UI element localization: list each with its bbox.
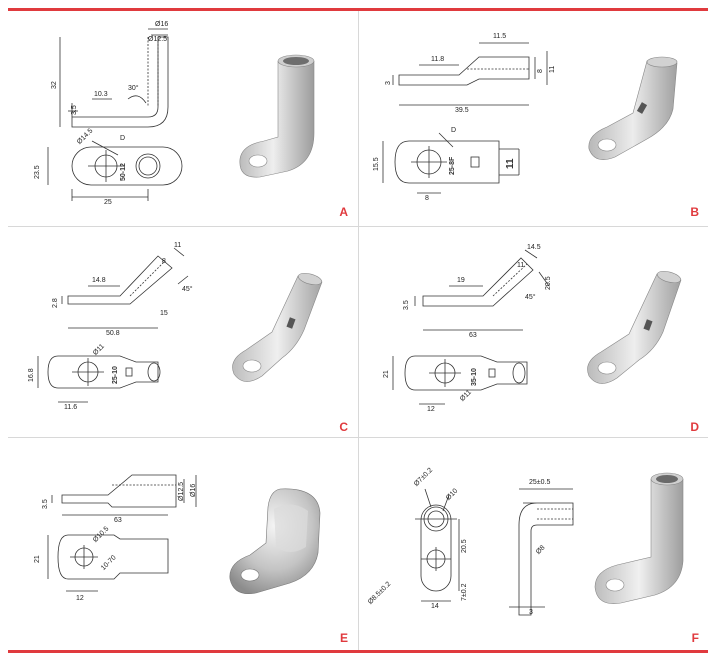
dim-b-7: 15.5 <box>373 157 380 171</box>
dim-a-2: 32 <box>51 81 58 89</box>
dim-b-1: 11.8 <box>431 56 445 63</box>
stamp-a: 50-12 <box>120 163 127 181</box>
panel-b-label: B <box>690 205 699 219</box>
dim-d-2: 19 <box>457 277 465 284</box>
panel-c: 11 8 14.8 45° 2.8 50.8 15 Ø11 16.8 11.6 … <box>8 228 358 438</box>
panel-e-drawing <box>47 474 197 592</box>
dim-c-5: 50.8 <box>106 330 120 337</box>
dim-f-6: 25±0.5 <box>529 479 551 486</box>
bottom-red-rule <box>8 650 708 653</box>
panel-a-drawing <box>47 28 183 201</box>
dim-a-5: 3.5 <box>71 105 78 115</box>
column-divider <box>358 11 359 650</box>
row-divider-2 <box>8 437 708 438</box>
photo-lug-a <box>239 54 315 178</box>
dim-a-7: D <box>120 135 126 142</box>
dim-b-8: 8 <box>425 195 429 202</box>
panel-f: Ø7±0.2 Ø10 20.5 Ø8.5±0.2 7±0.2 14 25±0.5… <box>359 439 709 649</box>
dim-e-1: Ø16 <box>190 483 197 497</box>
stamp-d: 35-10 <box>471 368 478 386</box>
panel-d: 14.5 11 19 20.5 45° 3.5 63 21 Ø11 12 35-… <box>359 228 709 438</box>
dim-b-4: 11 <box>549 65 556 73</box>
dim-a-3: 10.3 <box>94 91 108 98</box>
panel-f-drawing <box>415 488 574 616</box>
stamp-c: 25-10 <box>112 366 119 384</box>
photo-lug-c <box>232 272 323 382</box>
panel-b-drawing <box>382 42 548 194</box>
panel-c-drawing <box>37 247 189 403</box>
dim-f-5: 14 <box>431 603 439 610</box>
dim-b-0: 11.5 <box>493 33 507 40</box>
dim-a-0: Ø16 <box>155 21 169 28</box>
dim-b-5: 39.5 <box>455 107 469 114</box>
panel-a: Ø16 Ø12.5 32 10.3 30° 3.5 Ø14.5 D 23.5 2… <box>8 13 358 223</box>
dim-e-4: 21 <box>34 555 41 563</box>
panel-a-label: A <box>339 205 348 219</box>
dim-e-0: Ø12.5 <box>178 481 185 501</box>
dim-e-7: 12 <box>76 595 84 602</box>
dim-c-6: 15 <box>160 310 168 317</box>
row-divider-1 <box>8 226 708 227</box>
dim-a-4: 30° <box>128 85 139 92</box>
dim-a-9: 25 <box>104 199 112 206</box>
top-red-rule <box>8 8 708 11</box>
panel-e-label: E <box>339 631 348 645</box>
dim-c-1: 8 <box>162 258 166 265</box>
dim-d-4: 45° <box>525 294 536 301</box>
dim-e-3: 63 <box>114 517 122 524</box>
dim-d-7: 21 <box>383 370 390 378</box>
dim-c-4: 2.8 <box>52 298 59 308</box>
panel-b: 11.5 11.8 3 8 11 39.5 D 15.5 8 25-8F 11 … <box>359 13 709 223</box>
dim-e-2: 3.5 <box>42 499 49 509</box>
dim-b-6: D <box>451 127 457 134</box>
dim-d-6: 63 <box>469 332 477 339</box>
dim-b-3: 8 <box>537 69 544 73</box>
dim-f-8: 3 <box>529 609 533 616</box>
stamp-b: 25-8F <box>449 156 456 175</box>
dim-c-9: 11.6 <box>64 404 78 411</box>
stamp-b-2: 11 <box>505 158 516 169</box>
dim-d-5: 3.5 <box>403 300 410 310</box>
dim-a-8: 23.5 <box>34 165 41 179</box>
dim-d-0: 14.5 <box>527 244 541 251</box>
dim-d-1: 11 <box>517 262 525 269</box>
dim-d-3: 20.5 <box>545 276 552 290</box>
dim-f-4: 7±0.2 <box>461 583 468 601</box>
photo-lug-d <box>587 270 682 384</box>
panel-f-label: F <box>691 631 699 645</box>
dim-a-1: Ø12.5 <box>148 36 168 43</box>
panel-c-label: C <box>339 420 348 434</box>
dim-c-3: 45° <box>182 286 193 293</box>
photo-lug-f <box>594 472 684 604</box>
photo-lug-b <box>588 56 678 160</box>
dim-c-8: 16.8 <box>28 368 35 382</box>
dim-c-0: 11 <box>174 242 182 249</box>
panel-e: Ø12.5 Ø16 3.5 63 21 Ø10.5 10-70 12 E <box>8 439 358 649</box>
dim-c-2: 14.8 <box>92 277 106 284</box>
photo-lug-e <box>229 488 321 594</box>
panel-d-drawing <box>392 249 550 405</box>
dim-f-2: 20.5 <box>461 539 468 553</box>
dim-b-2: 3 <box>385 81 392 85</box>
dim-d-9: 12 <box>427 406 435 413</box>
panel-d-label: D <box>690 420 699 434</box>
